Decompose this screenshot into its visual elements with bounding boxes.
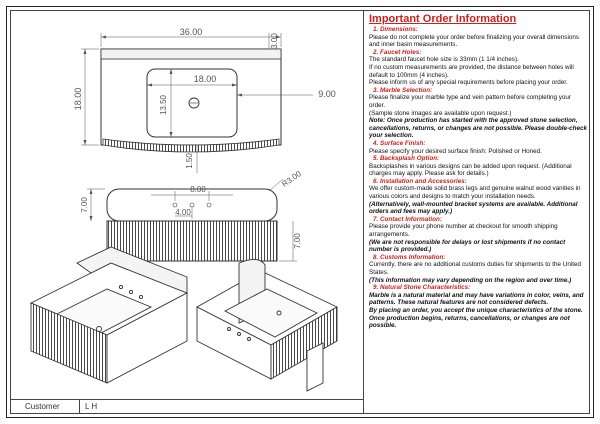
order-section: 5. Backsplash Option:Backsplashes in var… — [369, 155, 588, 178]
order-section-heading: 9. Natural Stone Characteristics: — [373, 284, 471, 292]
order-section-heading: 7. Contact Information: — [373, 215, 442, 223]
technical-drawing: 36.00 3.00 18.00 9.00 18.00 13.5 — [29, 27, 338, 392]
dim-front-height: 7.00 — [80, 197, 89, 213]
order-section-text: The standard faucet hole size is 33mm (1… — [369, 56, 519, 64]
order-section-text: By placing an order, you accept the uniq… — [369, 306, 583, 330]
order-section-text: Please inform us of any special requirem… — [369, 79, 568, 87]
order-section: 1. Dimensions:Please do not complete you… — [369, 26, 588, 49]
dim-overall-depth: 18.00 — [73, 88, 83, 111]
order-section-text: Note: Once production has started with t… — [369, 117, 588, 140]
front-view: 8.00 4.00 R3.00 7.00 7.00 — [80, 169, 303, 262]
dim-basin-width: 18.00 — [194, 74, 217, 84]
order-section-heading: 4. Surface Finish: — [373, 139, 426, 147]
backsplash-strip — [100, 48, 282, 60]
order-section-text: Backsplashes in various designs can be a… — [369, 162, 572, 178]
faucet-hole-right — [206, 202, 212, 208]
order-section-heading: 2. Faucet Holes: — [373, 48, 422, 56]
dim-hole-offset: 4.00 — [175, 208, 191, 217]
order-section-heading: 5. Backsplash Option: — [373, 155, 440, 163]
order-section-text: We offer custom-made solid brass legs an… — [369, 185, 581, 201]
dim-overall-width: 36.00 — [180, 27, 203, 37]
dim-side-offset: 9.00 — [318, 89, 336, 99]
top-view: 36.00 3.00 18.00 9.00 18.00 13.5 — [73, 27, 336, 173]
order-section: 8. Customs Information:Currently, there … — [369, 254, 588, 284]
order-section-text: Currently, there are no additional custo… — [369, 261, 581, 276]
order-section-text: Please specify your desired surface fini… — [369, 147, 542, 155]
order-section-heading: 3. Marble Selection: — [373, 86, 433, 94]
faucet-hole-center — [189, 202, 195, 208]
title-block-divider — [79, 400, 80, 414]
dim-backsplash-height: 7.00 — [293, 233, 302, 249]
order-section-heading: 1. Dimensions: — [373, 26, 418, 33]
order-section-text: Please provide your phone number at chec… — [369, 223, 558, 239]
order-section: 4. Surface Finish:Please specify your de… — [369, 140, 588, 155]
order-section: 7. Contact Information:Please provide yo… — [369, 216, 588, 254]
order-section-text: (Sample stone images are available upon … — [369, 109, 512, 117]
customer-label: Customer — [25, 402, 60, 411]
dim-corner-radius: R3.00 — [280, 169, 303, 189]
fluted-front-edge — [102, 138, 280, 153]
order-section: 3. Marble Selection:Please finalize your… — [369, 87, 588, 140]
drawing-sheet: 36.00 3.00 18.00 9.00 18.00 13.5 — [6, 6, 594, 418]
order-section: 9. Natural Stone Characteristics:Marble … — [369, 284, 588, 330]
title-block: Customer L H — [11, 399, 363, 414]
order-section-text: If no custom measurements are provided, … — [369, 63, 574, 79]
dim-basin-depth: 13.50 — [159, 94, 168, 115]
order-section-text: Marble is a natural material and may hav… — [369, 291, 584, 307]
isometric-view-left — [29, 246, 189, 384]
dim-lip: 1.50 — [185, 153, 194, 169]
order-information-panel: Important Order Information 1. Dimension… — [363, 11, 591, 413]
order-section-text: (This information may vary depending on … — [369, 276, 572, 284]
order-section-text: (We are not responsible for delays or lo… — [369, 238, 566, 254]
fluted-front-panel — [106, 220, 278, 262]
sheet-frame: 36.00 3.00 18.00 9.00 18.00 13.5 — [10, 10, 590, 414]
order-section-text: (Alternatively, wall-mounted bracket sys… — [369, 200, 578, 216]
order-section: 2. Faucet Holes:The standard faucet hole… — [369, 49, 588, 87]
order-sections: 1. Dimensions:Please do not complete you… — [369, 26, 588, 330]
order-section-text: Please finalize your marble type and vei… — [369, 94, 571, 109]
dim-hole-spacing: 8.00 — [190, 185, 206, 194]
dim-top-offset: 3.00 — [270, 33, 279, 49]
order-section-heading: 8. Customs Information: — [373, 253, 446, 261]
order-section-text: Please do not complete your order before… — [369, 33, 580, 49]
order-section-heading: 6. Installation and Accessories: — [373, 177, 467, 185]
isometric-view-right — [196, 259, 338, 392]
order-title: Important Order Information — [369, 13, 517, 25]
faucet-hole-left — [172, 202, 178, 208]
customer-value: L H — [85, 402, 98, 411]
order-section: 6. Installation and Accessories:We offer… — [369, 178, 588, 216]
